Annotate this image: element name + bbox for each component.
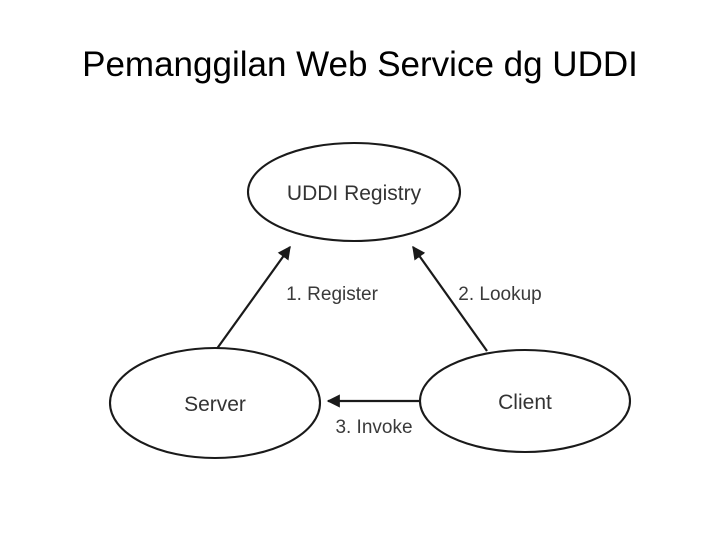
node-client-shape[interactable] <box>418 348 632 454</box>
edge-lookup-line <box>412 245 488 352</box>
node-uddi-registry[interactable]: UDDI Registry <box>246 141 462 243</box>
edge-register-label: 1. Register <box>286 284 379 305</box>
edge-invoke-label: 3. Invoke <box>335 417 412 438</box>
node-client[interactable]: Client <box>418 348 632 454</box>
node-server[interactable]: Server <box>108 346 322 460</box>
edge-lookup: 2. Lookup <box>412 245 542 352</box>
edge-register: 1. Register <box>215 245 379 351</box>
uddi-flow-diagram: 1. Register 2. Lookup 3. Invoke UDDI Reg… <box>0 118 720 498</box>
edge-lookup-label: 2. Lookup <box>458 284 541 305</box>
node-server-label: Server <box>184 393 246 416</box>
edge-invoke: 3. Invoke <box>326 394 424 438</box>
node-server-shape[interactable] <box>108 346 322 460</box>
node-client-label: Client <box>498 391 552 414</box>
node-uddi-registry-shape[interactable] <box>246 141 462 243</box>
node-uddi-registry-label: UDDI Registry <box>287 182 422 205</box>
page-title: Pemanggilan Web Service dg UDDI <box>82 45 638 84</box>
edge-register-line <box>215 245 291 351</box>
